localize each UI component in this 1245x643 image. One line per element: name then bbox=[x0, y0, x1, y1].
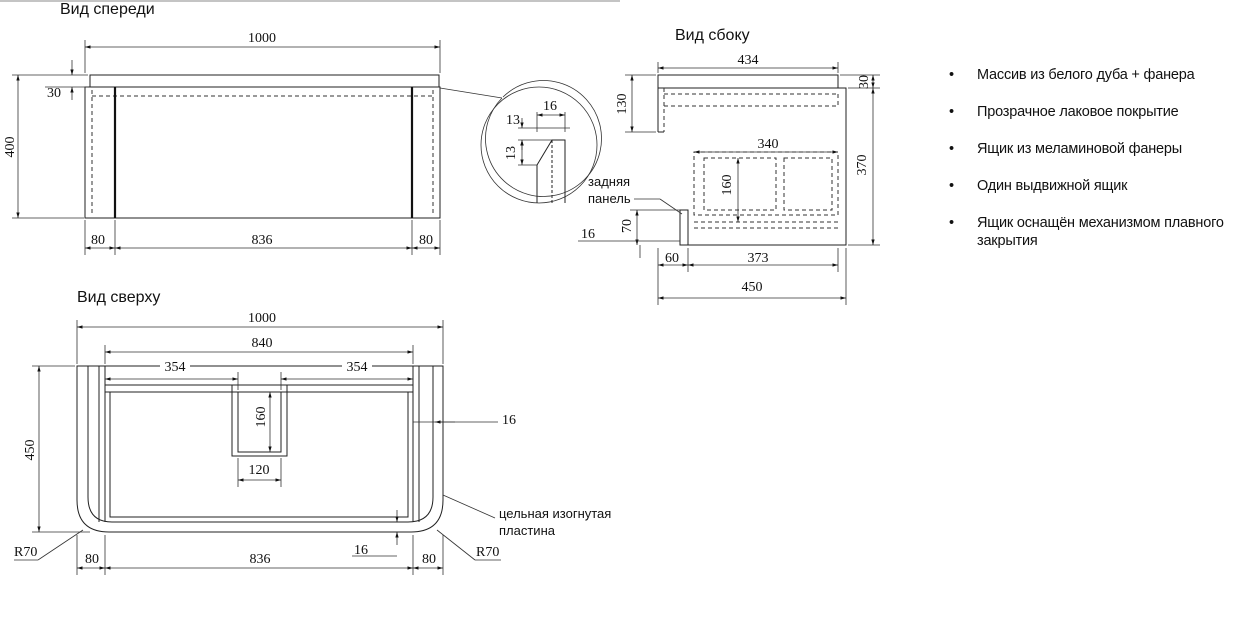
bullet-icon: • bbox=[949, 178, 954, 194]
top-cutout-width-label: 120 bbox=[249, 463, 270, 478]
side-drawer-width-label: 340 bbox=[758, 137, 779, 152]
side-depth-top-label: 434 bbox=[738, 53, 759, 68]
front-top-thickness-label: 30 bbox=[47, 86, 61, 101]
feature-item: • Массив из белого дуба + фанера bbox=[944, 66, 1244, 84]
feature-text: Ящик оснащён механизмом плавного закрыти… bbox=[977, 215, 1224, 249]
top-radius-left-label: R70 bbox=[14, 545, 37, 560]
front-height-label: 400 bbox=[3, 137, 18, 158]
top-depth-label: 450 bbox=[23, 440, 38, 461]
front-view-title: Вид спереди bbox=[60, 1, 155, 18]
feature-item: • Ящик оснащён механизмом плавного закры… bbox=[944, 214, 1244, 250]
side-back-panel-height-label: 70 bbox=[620, 219, 635, 233]
front-view: Вид спереди 1000 400 30 80 836 bbox=[3, 1, 602, 255]
bullet-icon: • bbox=[949, 215, 954, 231]
top-right-inner-label: 354 bbox=[347, 360, 368, 375]
side-bottom-thickness-label: 16 bbox=[581, 227, 595, 242]
feature-text: Массив из белого дуба + фанера bbox=[977, 67, 1195, 83]
top-width-label: 1000 bbox=[248, 311, 276, 326]
plate-label-line2: пластина bbox=[499, 523, 556, 538]
front-right-part-label: 80 bbox=[419, 233, 433, 248]
top-middle-part-label: 836 bbox=[250, 552, 271, 567]
side-total-depth-label: 450 bbox=[742, 280, 763, 295]
side-countertop bbox=[657, 74, 839, 89]
front-detail-magnifier bbox=[480, 86, 598, 204]
front-body bbox=[84, 86, 441, 219]
front-detail-circle bbox=[485, 80, 602, 197]
front-left-part-label: 80 bbox=[91, 233, 105, 248]
top-left-part-label: 80 bbox=[85, 552, 99, 567]
feature-item: • Один выдвижной ящик bbox=[944, 177, 1244, 195]
detail-height-side-label: 13 bbox=[504, 146, 519, 160]
plate-label-line1: цельная изогнутая bbox=[499, 506, 611, 521]
side-view-title: Вид сбоку bbox=[675, 27, 750, 44]
detail-height-top-label: 13 bbox=[506, 113, 520, 128]
side-back-offset-label: 60 bbox=[665, 251, 679, 266]
bullet-icon: • bbox=[949, 104, 954, 120]
top-right-part-label: 80 bbox=[422, 552, 436, 567]
feature-text: Ящик из меламиновой фанеры bbox=[977, 141, 1182, 157]
top-inner-width-label: 840 bbox=[252, 336, 273, 351]
side-body-height-label: 370 bbox=[855, 155, 870, 176]
side-view: Вид сбоку 434 30 370 130 bbox=[578, 27, 880, 305]
top-wall-thickness-label: 16 bbox=[502, 413, 516, 428]
top-cutout-depth-label: 160 bbox=[254, 407, 269, 428]
feature-item: • Ящик из меламиновой фанеры bbox=[944, 140, 1244, 158]
feature-list: • Массив из белого дуба + фанера • Прозр… bbox=[944, 66, 1244, 269]
top-left-inner-label: 354 bbox=[165, 360, 186, 375]
bullet-icon: • bbox=[949, 67, 954, 83]
side-top-block-height-label: 130 bbox=[615, 94, 630, 115]
front-middle-part-label: 836 bbox=[252, 233, 273, 248]
bullet-icon: • bbox=[949, 141, 954, 157]
top-bottom-wall-label: 16 bbox=[354, 543, 368, 558]
top-view-title: Вид сверху bbox=[77, 289, 160, 306]
top-radius-right-label: R70 bbox=[476, 545, 499, 560]
front-countertop bbox=[89, 74, 440, 88]
feature-item: • Прозрачное лаковое покрытие bbox=[944, 103, 1244, 121]
back-panel-label-line1: задняя bbox=[588, 174, 630, 189]
top-view: Вид сверху 1000 840 354 bbox=[14, 289, 611, 575]
side-top-thickness-label: 30 bbox=[857, 75, 872, 89]
detail-width-label: 16 bbox=[543, 99, 557, 114]
feature-text: Один выдвижной ящик bbox=[977, 178, 1128, 194]
side-drawer-height-label: 160 bbox=[720, 175, 735, 196]
back-panel-label-line2: панель bbox=[588, 191, 631, 206]
front-width-label: 1000 bbox=[248, 31, 276, 46]
side-drawer-depth-label: 373 bbox=[748, 251, 769, 266]
feature-text: Прозрачное лаковое покрытие bbox=[977, 104, 1179, 120]
